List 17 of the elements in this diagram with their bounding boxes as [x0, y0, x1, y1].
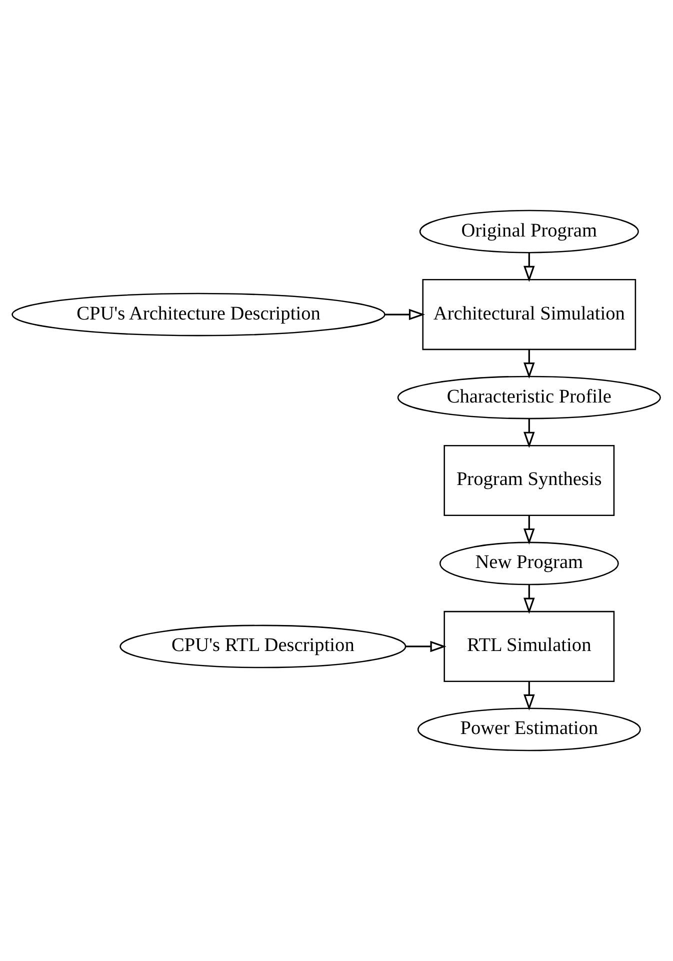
node-ellipse: Original Program — [419, 210, 639, 254]
node-ellipse: New Program — [439, 542, 619, 586]
node-ellipse: Characteristic Profile — [397, 376, 661, 420]
arrow — [524, 253, 535, 282]
arrow — [524, 350, 535, 379]
node-ellipse: CPU's RTL Description — [120, 624, 406, 668]
arrow — [524, 584, 535, 614]
node-box: RTL Simulation — [444, 610, 615, 682]
node-box: Program Synthesis — [444, 444, 615, 516]
arrow — [384, 308, 426, 320]
node-box: Architectural Simulation — [422, 279, 636, 350]
arrow — [524, 419, 535, 448]
arrow — [406, 640, 446, 652]
arrow — [524, 682, 535, 711]
node-ellipse: CPU's Architecture Description — [12, 292, 386, 336]
node-ellipse: Power Estimation — [417, 708, 641, 752]
arrow — [524, 516, 535, 545]
